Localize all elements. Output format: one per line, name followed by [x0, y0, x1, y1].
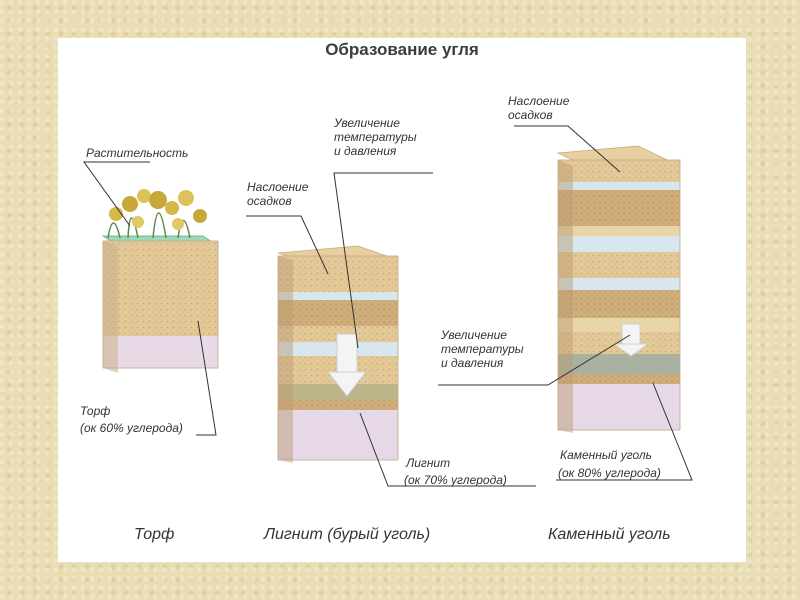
peat-block [101, 189, 220, 373]
vegetation-illustration [107, 189, 207, 239]
label-pressure-1: Увеличение температуры и давления [334, 116, 417, 158]
label-peat-carbon: (ок 60% углерода) [80, 421, 183, 435]
label-coal-name: Каменный уголь [560, 448, 652, 462]
diagram-panel: Образование угля [58, 38, 746, 562]
caption-lignite: Лигнит (бурый уголь) [264, 526, 431, 543]
label-lignite-name: Лигнит [406, 456, 451, 470]
label-sediment-2: Наслоение осадков [508, 94, 570, 122]
label-sediment-1: Наслоение осадков [247, 180, 309, 208]
pressure-arrow-coal [612, 323, 650, 357]
pressure-arrow-lignite [326, 333, 368, 397]
leader-lines [83, 125, 693, 487]
lignite-block [277, 245, 399, 463]
label-vegetation: Растительность [86, 146, 189, 160]
coal-formation-illustration [83, 125, 693, 487]
diagram-title: Образование угля [325, 40, 479, 59]
label-coal-carbon: (ок 80% углерода) [558, 466, 661, 480]
caption-peat: Торф [134, 526, 175, 543]
coal-block [556, 145, 682, 433]
label-lignite-carbon: (ок 70% углерода) [404, 473, 507, 487]
caption-coal: Каменный уголь [548, 526, 671, 543]
label-peat-name: Торф [80, 404, 111, 418]
label-pressure-2: Увеличение температуры и давления [441, 328, 524, 370]
